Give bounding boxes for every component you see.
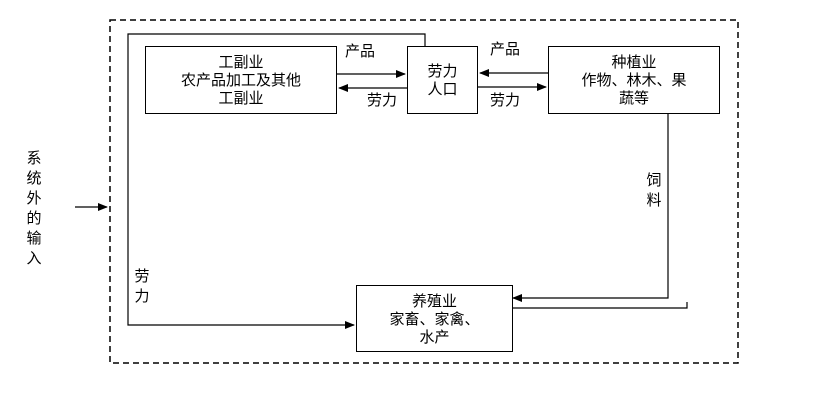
labor-title: 劳力: [427, 62, 458, 80]
planting-industry-text: 种植业 作物、林木、果 蔬等: [581, 53, 686, 107]
system-boundary: [109, 19, 739, 364]
planting-desc-2: 蔬等: [618, 89, 649, 107]
planting-to-breeding-feed-arrow: [512, 114, 669, 302]
breeding-title: 养殖业: [411, 291, 457, 310]
labor-label-left: 劳力: [367, 91, 398, 109]
products-label-left: 产品: [345, 42, 376, 60]
sideline-industry-box: 工副业 农产品加工及其他 工副业: [145, 46, 337, 114]
labor-down-label: 劳 力: [134, 267, 150, 305]
sideline-desc-1: 农产品加工及其他: [180, 71, 301, 89]
breeding-desc-2: 水产: [419, 327, 450, 346]
labor-to-breeding-arrow: [127, 33, 426, 329]
breeding-desc-1: 家畜、家禽、: [389, 309, 480, 328]
breeding-output-line: [513, 302, 688, 309]
products-label-right: 产品: [490, 40, 521, 58]
planting-title: 种植业: [611, 53, 657, 71]
sideline-title: 工副业: [218, 53, 264, 71]
planting-industry-box: 种植业 作物、林木、果 蔬等: [548, 46, 720, 114]
feed-label: 饲 料: [646, 171, 662, 209]
labor-population-text: 劳力 人口: [427, 62, 457, 98]
labor-population-box: 劳力 人口: [407, 46, 478, 114]
external-input-label: 系 统 外 的 输 入: [26, 149, 42, 267]
planting-desc-1: 作物、林木、果: [581, 71, 687, 89]
sideline-industry-text: 工副业 农产品加工及其他 工副业: [181, 53, 301, 107]
sideline-desc-2: 工副业: [218, 89, 264, 107]
labor-label-right: 劳力: [490, 91, 521, 109]
labor-desc: 人口: [427, 80, 458, 98]
breeding-industry-text: 养殖业 家畜、家禽、 水产: [389, 292, 479, 346]
breeding-industry-box: 养殖业 家畜、家禽、 水产: [356, 285, 513, 352]
